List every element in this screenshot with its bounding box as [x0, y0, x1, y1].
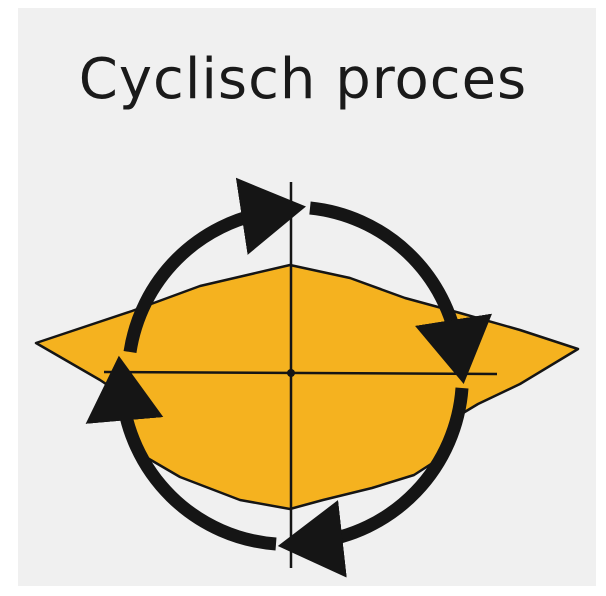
center-point — [287, 369, 295, 377]
diamond-shape — [36, 265, 578, 509]
